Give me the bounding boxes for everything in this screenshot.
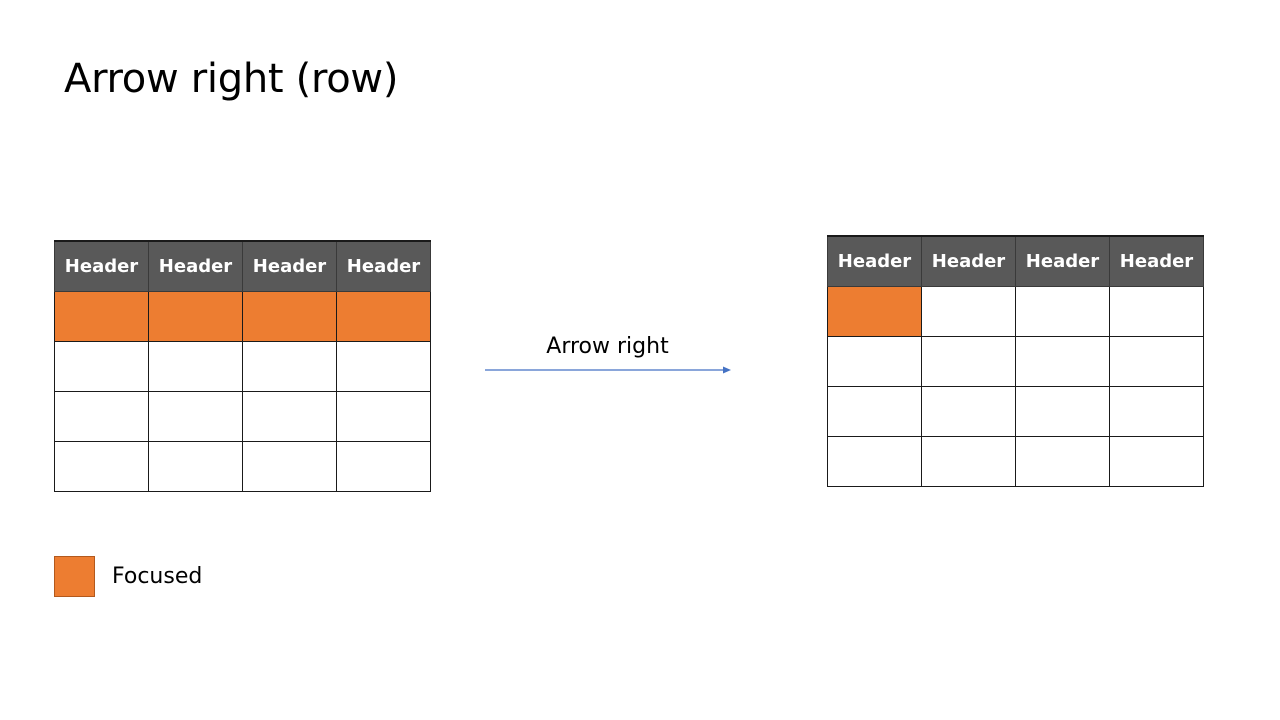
legend-label: Focused (112, 564, 203, 589)
table-cell (54, 390, 149, 442)
slide-title: Arrow right (row) (64, 56, 399, 102)
focused-cell (242, 290, 337, 342)
column-header: Header (1109, 235, 1204, 287)
table-row (54, 390, 431, 442)
focused-cell (336, 290, 431, 342)
table-cell (1015, 335, 1110, 387)
column-header: Header (921, 235, 1016, 287)
table-cell (242, 390, 337, 442)
table-after-header: Header Header Header Header (827, 235, 1204, 287)
header-row: Header Header Header Header (54, 240, 431, 292)
column-header: Header (827, 235, 922, 287)
focused-row (54, 290, 431, 342)
table-cell (242, 340, 337, 392)
column-header: Header (1015, 235, 1110, 287)
table-cell (827, 435, 922, 487)
table-before-body (54, 290, 431, 492)
table-cell (921, 285, 1016, 337)
table-row (827, 285, 1204, 337)
table-cell (54, 440, 149, 492)
column-header: Header (148, 240, 243, 292)
table-cell (1015, 285, 1110, 337)
focused-cell (54, 290, 149, 342)
table-cell (1109, 335, 1204, 387)
table-after-body (827, 285, 1204, 487)
table-row (54, 340, 431, 392)
focused-cell (148, 290, 243, 342)
table-cell (148, 390, 243, 442)
table-cell (827, 385, 922, 437)
legend-swatch (54, 556, 95, 597)
table-cell (148, 440, 243, 492)
transition-label: Arrow right (546, 334, 669, 359)
table-before-header: Header Header Header Header (54, 240, 431, 292)
table-cell (336, 440, 431, 492)
table-cell (1015, 385, 1110, 437)
table-after: Header Header Header Header (827, 235, 1204, 487)
column-header: Header (54, 240, 149, 292)
table-row (827, 385, 1204, 437)
table-cell (1109, 385, 1204, 437)
table-cell (336, 390, 431, 442)
table-cell (336, 340, 431, 392)
column-header: Header (242, 240, 337, 292)
column-header: Header (336, 240, 431, 292)
table-cell (921, 435, 1016, 487)
table-cell (921, 335, 1016, 387)
table-row (827, 335, 1204, 387)
table-cell (1109, 285, 1204, 337)
table-row (54, 440, 431, 492)
table-row (827, 435, 1204, 487)
arrow-right-icon (485, 366, 731, 374)
table-before: Header Header Header Header (54, 240, 431, 492)
header-row: Header Header Header Header (827, 235, 1204, 287)
table-cell (148, 340, 243, 392)
table-cell (54, 340, 149, 392)
focused-cell (827, 285, 922, 337)
table-cell (1015, 435, 1110, 487)
table-cell (242, 440, 337, 492)
table-cell (827, 335, 922, 387)
table-cell (1109, 435, 1204, 487)
table-cell (921, 385, 1016, 437)
